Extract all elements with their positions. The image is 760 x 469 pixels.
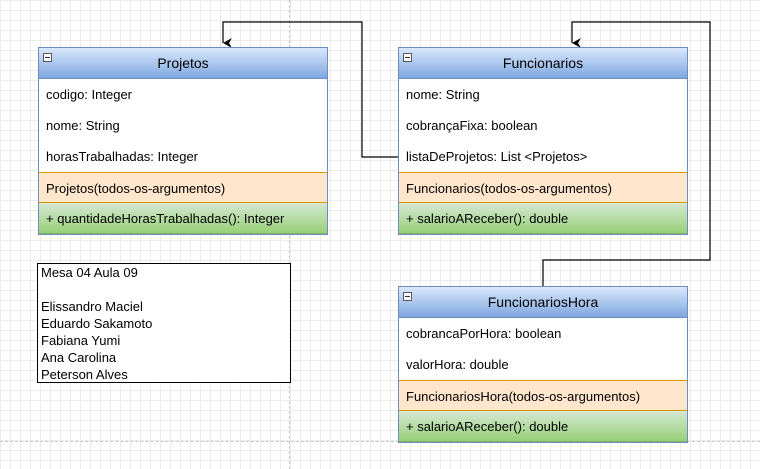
class-funcionarios-hora[interactable]: FuncionariosHora cobrancaPorHora: boolea… [398, 286, 688, 443]
class-name: FuncionariosHora [487, 294, 599, 310]
class-header[interactable]: Funcionarios [399, 48, 687, 79]
method-row[interactable]: + salarioAReceber(): double [399, 203, 687, 234]
method-row[interactable]: + salarioAReceber(): double [399, 411, 687, 442]
constructor-row[interactable]: FuncionariosHora(todos-os-argumentos) [399, 380, 687, 411]
collapse-icon[interactable] [403, 292, 412, 301]
attribute-horas-trabalhadas[interactable]: horasTrabalhadas: Integer [46, 149, 199, 164]
constructor-row[interactable]: Funcionarios(todos-os-argumentos) [399, 172, 687, 203]
inheritance-funcionarioshora-funcionarios[interactable] [542, 21, 711, 286]
constructor-row[interactable]: Projetos(todos-os-argumentos) [39, 172, 327, 203]
class-name: Funcionarios [502, 55, 584, 71]
note-member: Peterson Alves [41, 367, 128, 382]
class-header[interactable]: FuncionariosHora [399, 287, 687, 318]
page-guide-horizontal [0, 441, 760, 442]
collapse-icon[interactable] [43, 53, 52, 62]
attribute-lista-de-projetos[interactable]: listaDeProjetos: List <Projetos> [406, 149, 588, 164]
attribute-codigo[interactable]: codigo: Integer [46, 87, 133, 102]
attribute-cobranca-fixa[interactable]: cobrançaFixa: boolean [406, 118, 538, 133]
attribute-valor-hora[interactable]: valorHora: double [406, 357, 509, 372]
team-note[interactable]: Mesa 04 Aula 09 Elissandro Maciel Eduard… [37, 263, 291, 383]
note-title: Mesa 04 Aula 09 [41, 265, 138, 280]
note-member: Fabiana Yumi [41, 333, 121, 348]
collapse-icon[interactable] [403, 53, 412, 62]
attribute-nome[interactable]: nome: String [406, 87, 480, 102]
note-member: Eduardo Sakamoto [41, 316, 153, 331]
note-member: Elissandro Maciel [41, 299, 143, 314]
class-header[interactable]: Projetos [39, 48, 327, 79]
class-funcionarios[interactable]: Funcionarios nome: String cobrançaFixa: … [398, 47, 688, 235]
class-projetos[interactable]: Projetos codigo: Integer nome: String ho… [38, 47, 328, 235]
association-funcionarios-projetos[interactable] [222, 21, 398, 158]
method-row[interactable]: + quantidadeHorasTrabalhadas(): Integer [39, 203, 327, 234]
class-name: Projetos [157, 55, 209, 71]
attribute-cobranca-por-hora[interactable]: cobrancaPorHora: boolean [406, 326, 562, 341]
note-member: Ana Carolina [41, 350, 117, 365]
attribute-nome[interactable]: nome: String [46, 118, 120, 133]
note-spacer [41, 281, 290, 298]
